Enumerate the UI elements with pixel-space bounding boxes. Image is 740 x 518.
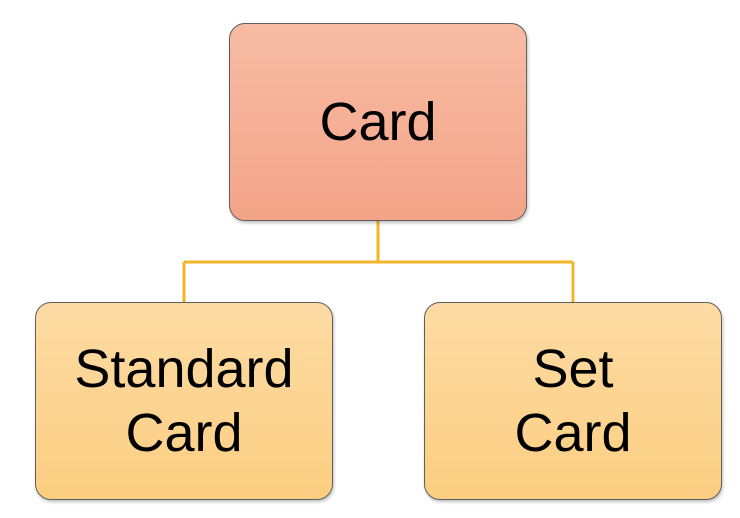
child-node-label-set-card: Set Card: [514, 339, 632, 463]
child-node-standard-card: Standard Card: [35, 302, 333, 500]
root-node-label: Card: [319, 92, 437, 152]
root-node-card: Card: [229, 23, 527, 221]
child-node-set-card: Set Card: [424, 302, 722, 500]
child-node-label-standard-card: Standard Card: [74, 339, 294, 463]
